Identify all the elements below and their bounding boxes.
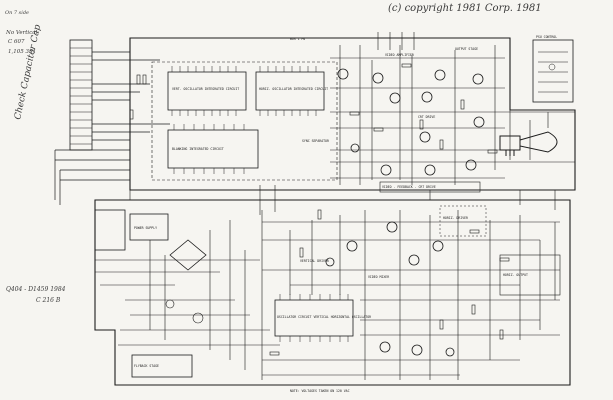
psu-control-lines (538, 51, 568, 93)
margin-note-1: On 7 side (5, 10, 29, 16)
margin-note-5: Q404 - D1459 1984 (6, 286, 66, 293)
upper-board (54, 32, 576, 205)
lower-frame (94, 199, 571, 386)
label-video-mix: VIDEO MIXER (368, 275, 389, 279)
resistors-upper (129, 63, 498, 154)
ic-pins (171, 66, 317, 174)
margin-note-3: C 607 (8, 39, 25, 45)
label-bus-top: BUS 1 MV (290, 37, 305, 41)
label-horiz-out: HORIZ. OUTPUT (503, 273, 528, 277)
label-power-supply: POWER SUPPLY (134, 226, 157, 230)
upper-wiring (330, 32, 575, 185)
transistors-lower (325, 221, 455, 357)
psu-wiring (95, 220, 280, 370)
inter-board-wires (129, 185, 556, 215)
label-horiz-driver: HORIZ. DRIVER (443, 216, 468, 220)
label-horiz-osc: HORIZ. OSCILLATOR INTEGRATED CIRCUIT (259, 87, 328, 91)
upper-labels: BUS 1 MV VERT. OSCILLATOR INTEGRATED CIR… (172, 35, 557, 189)
header-note: (c) copyright 1981 Corp. 1981 (388, 3, 542, 14)
flyback-box (131, 354, 193, 378)
label-video-amp: VIDEO AMPLIFIER (385, 53, 414, 57)
label-psu-ctrl: PSU CONTROL (536, 35, 557, 39)
ic-oscillator (274, 299, 354, 337)
label-osc-ic: OSCILLATOR CIRCUIT VERTICAL HORIZONTAL O… (277, 315, 371, 319)
label-output: OUTPUT STAGE (455, 47, 478, 51)
lower-labels: POWER SUPPLY VERTICAL DRIVER HORIZ. DRIV… (134, 216, 528, 393)
label-sync-sep: SYNC SEPARATOR (302, 139, 329, 143)
lower-board (94, 199, 571, 386)
label-vert-driver: VERTICAL DRIVER (300, 259, 329, 263)
label-crt-drive: CRT DRIVE (418, 115, 435, 119)
psu-control-box (532, 39, 574, 103)
transistors-upper (337, 68, 485, 176)
psu-bridge (129, 213, 169, 241)
bridge-rectifier-icon (169, 239, 207, 271)
label-note-bottom: NOTE: VOLTAGES TAKEN ON 120 VAC (290, 389, 350, 393)
bus-wires (54, 51, 170, 205)
ic-osc-pins (279, 294, 349, 342)
ic-blanking (167, 129, 259, 169)
label-blanking: BLANKING INTEGRATED CIRCUIT (172, 147, 224, 151)
connector-pins (70, 47, 92, 145)
horiz-output-box (499, 254, 561, 296)
ic-horiz-osc (255, 71, 325, 111)
crt-tube-icon (499, 131, 558, 156)
ic-zone (151, 61, 338, 181)
label-flyback: FLYBACK STAGE (134, 364, 159, 368)
label-video-bus: VIDEO - FEEDBACK - CRT DRIVE (382, 185, 436, 189)
horiz-driver-box (439, 205, 487, 237)
psu-input-block (94, 209, 126, 251)
margin-note-4: 1,105 3S1 (8, 49, 36, 55)
ic-vert-osc (167, 71, 247, 111)
label-vert-osc: VERT. OSCILLATOR INTEGRATED CIRCUIT (172, 87, 239, 91)
margin-note-6: C 216 B (36, 297, 61, 304)
margin-note-2: No Vertical (5, 30, 38, 36)
